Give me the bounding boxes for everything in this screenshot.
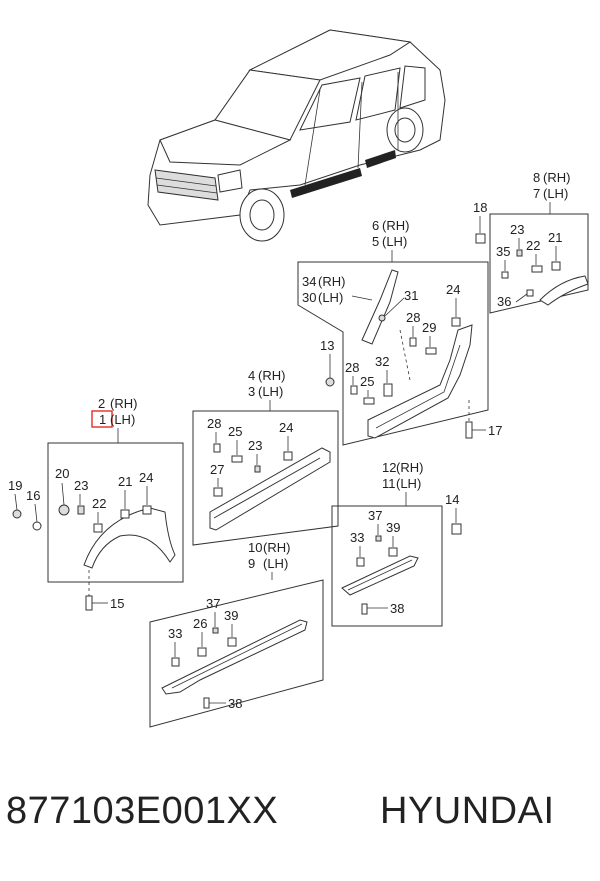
callout-28: 28: [345, 360, 359, 375]
callout-4-side: (RH): [258, 368, 285, 383]
callout-5-side: (LH): [382, 234, 407, 249]
callout-33: 33: [350, 530, 364, 545]
callout-39: 39: [386, 520, 400, 535]
callout-27: 27: [210, 462, 224, 477]
callout-2: 2: [98, 396, 105, 411]
callout-18: 18: [473, 200, 487, 215]
callout-21: 21: [118, 474, 132, 489]
highlight-box: [91, 410, 113, 428]
brand-name: HYUNDAI: [380, 790, 555, 832]
group-rear-door-moulding: 6 (RH) 5 (LH) 34 (RH) 30 (LH) 31 24 28 2…: [297, 218, 502, 446]
callout-6-side: (RH): [382, 218, 409, 233]
group-sill-moulding-front: 10 (RH) 9 (LH) 37 39 26 33 38: [149, 540, 324, 728]
callout-23: 23: [510, 222, 524, 237]
callout-6: 6: [372, 218, 379, 233]
callout-33: 33: [168, 626, 182, 641]
callout-9-side: (LH): [263, 556, 288, 571]
callout-25: 25: [228, 424, 242, 439]
callout-3-side: (LH): [258, 384, 283, 399]
group-quarter-moulding: 8 (RH) 7 (LH) 18 23 22 21 35 36: [473, 170, 589, 314]
callout-4: 4: [248, 368, 255, 383]
callout-8-side: (RH): [543, 170, 570, 185]
callout-24: 24: [139, 470, 153, 485]
callout-31: 31: [404, 288, 418, 303]
callout-19: 19: [8, 478, 22, 493]
callout-30: 30: [302, 290, 316, 305]
callout-8: 8: [533, 170, 540, 185]
callout-16: 16: [26, 488, 40, 503]
callout-22: 22: [92, 496, 106, 511]
callout-22: 22: [526, 238, 540, 253]
suv-illustration: [147, 29, 446, 242]
callout-7-side: (LH): [543, 186, 568, 201]
callout-28: 28: [207, 416, 221, 431]
callout-37: 37: [206, 596, 220, 611]
callout-24: 24: [279, 420, 293, 435]
callout-25: 25: [360, 374, 374, 389]
callout-17: 17: [488, 423, 502, 438]
callout-21: 21: [548, 230, 562, 245]
callout-24: 24: [446, 282, 460, 297]
group-front-door-moulding: 4 (RH) 3 (LH) 28 25 23 24 27: [192, 368, 339, 546]
callout-37: 37: [368, 508, 382, 523]
callout-14: 14: [445, 492, 459, 507]
callout-11-side: (LH): [396, 476, 421, 491]
callout-23: 23: [74, 478, 88, 493]
group-wheel-arch-front: 2 (RH) 1 (LH) 20 23 22 21 24 19 16 15: [8, 396, 184, 611]
part-number: 877103E001XX: [6, 790, 279, 832]
callout-29: 29: [422, 320, 436, 335]
callout-1-side: (LH): [110, 412, 135, 427]
callout-36: 36: [497, 294, 511, 309]
callout-10: 10: [248, 540, 262, 555]
callout-39: 39: [224, 608, 238, 623]
callout-5: 5: [372, 234, 379, 249]
footer: 877103E001XX HYUNDAI: [0, 790, 600, 850]
callout-3: 3: [248, 384, 255, 399]
callout-35: 35: [496, 244, 510, 259]
callout-10-side: (RH): [263, 540, 290, 555]
callout-23: 23: [248, 438, 262, 453]
callout-20: 20: [55, 466, 69, 481]
callout-15: 15: [110, 596, 124, 611]
callout-32: 32: [375, 354, 389, 369]
callout-34-side: (RH): [318, 274, 345, 289]
callout-26: 26: [193, 616, 207, 631]
callout-1: 1: [99, 412, 106, 427]
callout-9: 9: [248, 556, 255, 571]
callout-12: 12: [382, 460, 396, 475]
callout-2-side: (RH): [110, 396, 137, 411]
callout-11: 11: [382, 476, 396, 491]
callout-7: 7: [533, 186, 540, 201]
group-sill-moulding-rear: 12 (RH) 11 (LH) 37 39 33 38 14: [331, 460, 462, 627]
callout-13: 13: [320, 338, 334, 353]
callout-38: 38: [228, 696, 242, 711]
callout-34: 34: [302, 274, 316, 289]
callout-38: 38: [390, 601, 404, 616]
callout-28: 28: [406, 310, 420, 325]
callout-12-side: (RH): [396, 460, 423, 475]
callout-30-side: (LH): [318, 290, 343, 305]
